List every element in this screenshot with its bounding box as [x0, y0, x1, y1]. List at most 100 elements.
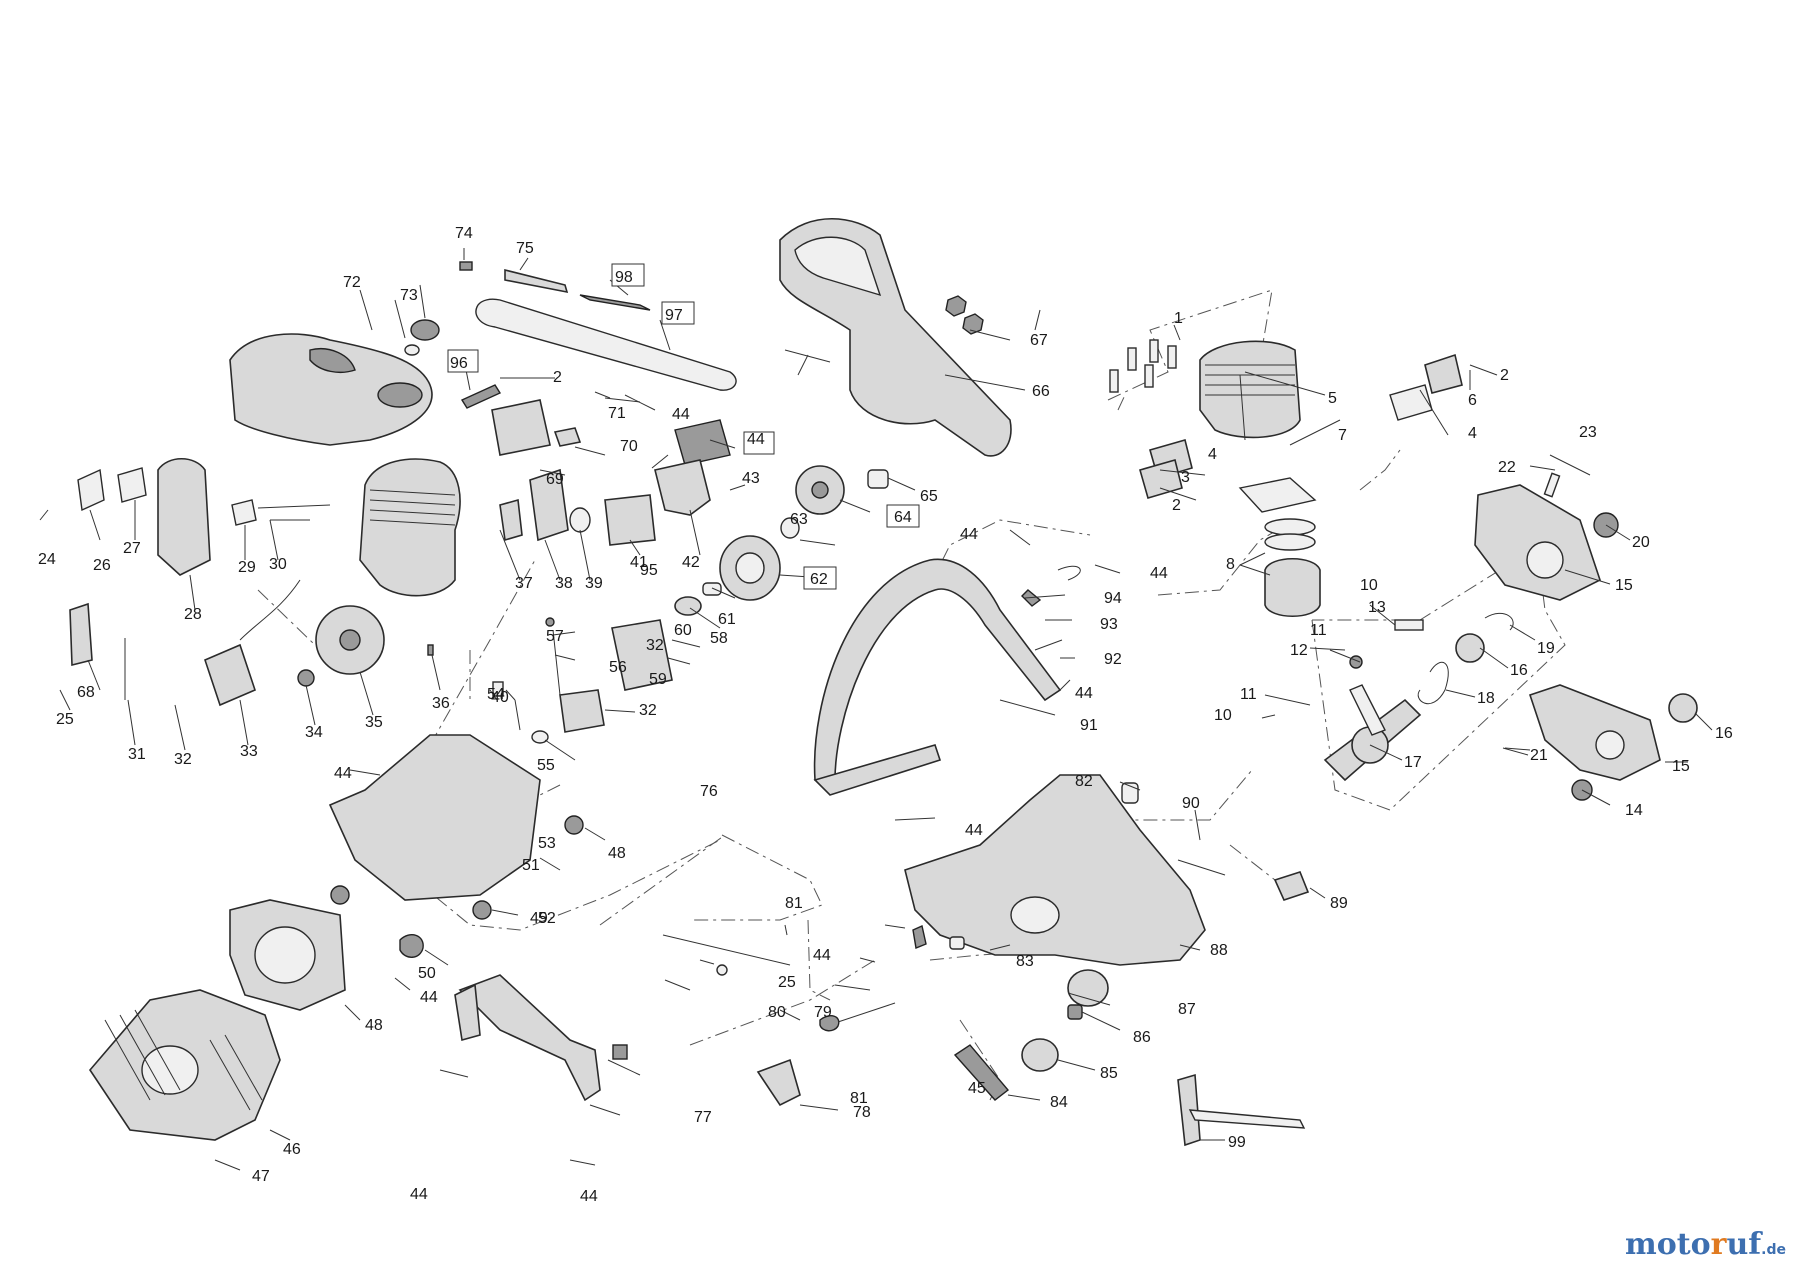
connecting-rod-part [1349, 684, 1386, 736]
part-label: 21 [1530, 747, 1548, 764]
crankcase-lower-bore [1595, 730, 1625, 760]
bearing-part-lower [1668, 693, 1698, 723]
part-label: 74 [455, 225, 473, 242]
fan-cover-opening [254, 926, 316, 984]
part-label: 82 [1075, 773, 1093, 790]
throttle-lockout-part [454, 983, 481, 1042]
part-label: 94 [1104, 590, 1122, 607]
muffler-bracket-part [69, 602, 93, 667]
drum-washer-part [780, 517, 800, 539]
part-label: 62 [810, 571, 828, 588]
part-label: 44 [334, 765, 352, 782]
bar-nut-part-1 [945, 295, 967, 317]
part-label: 26 [93, 557, 111, 574]
muffler-gasket-mid [117, 467, 147, 503]
part-label: 28 [184, 606, 202, 623]
label-box-95 [661, 301, 695, 325]
oil-pump-shaft-part [552, 629, 561, 696]
part-label: 33 [240, 743, 258, 760]
starter-pulley-part [141, 1045, 199, 1095]
part-label: 38 [555, 575, 573, 592]
spur-gear-part [702, 582, 722, 596]
pin-part [1543, 472, 1561, 498]
part-label: 41 [630, 554, 648, 571]
part-label: 61 [718, 611, 736, 628]
clutch-hub [811, 481, 829, 499]
part-label: 11 [1240, 686, 1257, 703]
piston-ring-1 [1264, 518, 1316, 536]
watermark-tld: .de [1761, 1242, 1786, 1258]
starter-spring-part [399, 934, 424, 958]
part-label: 75 [516, 240, 534, 257]
muffler-gasket-part [1389, 384, 1433, 421]
crankcase-half-lower-part [1528, 684, 1661, 781]
filter-housing-part [654, 459, 711, 516]
part-label: 89 [1330, 895, 1348, 912]
part-label: 81 [785, 895, 803, 912]
baffle-plate-part [491, 399, 551, 456]
part-label: 83 [1016, 953, 1034, 970]
part-label: 63 [790, 511, 808, 528]
part-label: 30 [269, 556, 287, 573]
part-label: 95 [640, 562, 658, 579]
oil-cap-part [1021, 1038, 1059, 1072]
flywheel-key-part [427, 644, 434, 656]
anti-vibration-buffer-3 [330, 885, 350, 905]
filler-cap-part [410, 319, 440, 341]
cylinder-bolts-part [1109, 339, 1177, 393]
part-label: 76 [700, 783, 718, 800]
tank-filler-neck [1010, 896, 1060, 934]
ignition-lead-part [239, 579, 301, 641]
front-handle-foot [813, 744, 942, 796]
cylinder-fins-2 [1205, 364, 1295, 396]
part-label: 5 [1328, 390, 1337, 407]
part-label: 44 [420, 989, 438, 1006]
part-label: 85 [1100, 1065, 1118, 1082]
part-label: 44 [747, 431, 765, 448]
cylinder-fins [369, 489, 456, 526]
site-watermark: motoruf.de [1625, 1227, 1786, 1262]
part-label: 84 [1050, 1094, 1068, 1111]
trigger-lever-part [458, 974, 601, 1102]
base-gasket-part [1238, 477, 1317, 513]
part-label: 29 [238, 559, 256, 576]
part-label: 60 [674, 622, 692, 639]
small-screw-part [459, 261, 473, 271]
washer-part [404, 344, 420, 356]
rear-handle-tank-part [904, 774, 1206, 966]
oil-pump-plate-part [611, 619, 673, 691]
choke-spring-part [912, 925, 927, 949]
retainer-strap-part [953, 1044, 1010, 1101]
part-label: 90 [1182, 795, 1200, 812]
part-label: 46 [283, 1141, 301, 1158]
top-cover-part [229, 333, 433, 446]
part-label: 43 [742, 470, 760, 487]
part-label: 48 [608, 845, 626, 862]
part-label: 6 [1468, 392, 1477, 409]
fuel-cap-seal-part [1067, 1004, 1083, 1020]
part-label: 22 [1498, 459, 1516, 476]
part-label: 65 [920, 488, 938, 505]
handle-bolt-part [1034, 639, 1063, 651]
part-label: 2 [1500, 367, 1509, 384]
part-label: 55 [537, 757, 555, 774]
oil-pump-washer-part [531, 730, 549, 744]
piston-part [1264, 558, 1321, 617]
link-rod-part [504, 268, 569, 294]
cylinder-part [1199, 340, 1301, 439]
part-label: 2 [1172, 497, 1181, 514]
part-label: 20 [1632, 534, 1650, 551]
part-label: 67 [1030, 332, 1048, 349]
chain-brake-handle-inner [794, 236, 882, 297]
part-label: 24 [38, 551, 56, 568]
part-label: 44 [1075, 685, 1093, 702]
part-label: 25 [778, 974, 796, 991]
circlip-part [1484, 612, 1514, 631]
part-label: 42 [682, 554, 700, 571]
anti-vibration-buffer-2 [472, 900, 492, 920]
part-label: 16 [1715, 725, 1733, 742]
part-label: 11 [1310, 622, 1327, 639]
part-label: 48 [365, 1017, 383, 1034]
part-label: 71 [608, 405, 626, 422]
throttle-rod-part [662, 934, 791, 966]
